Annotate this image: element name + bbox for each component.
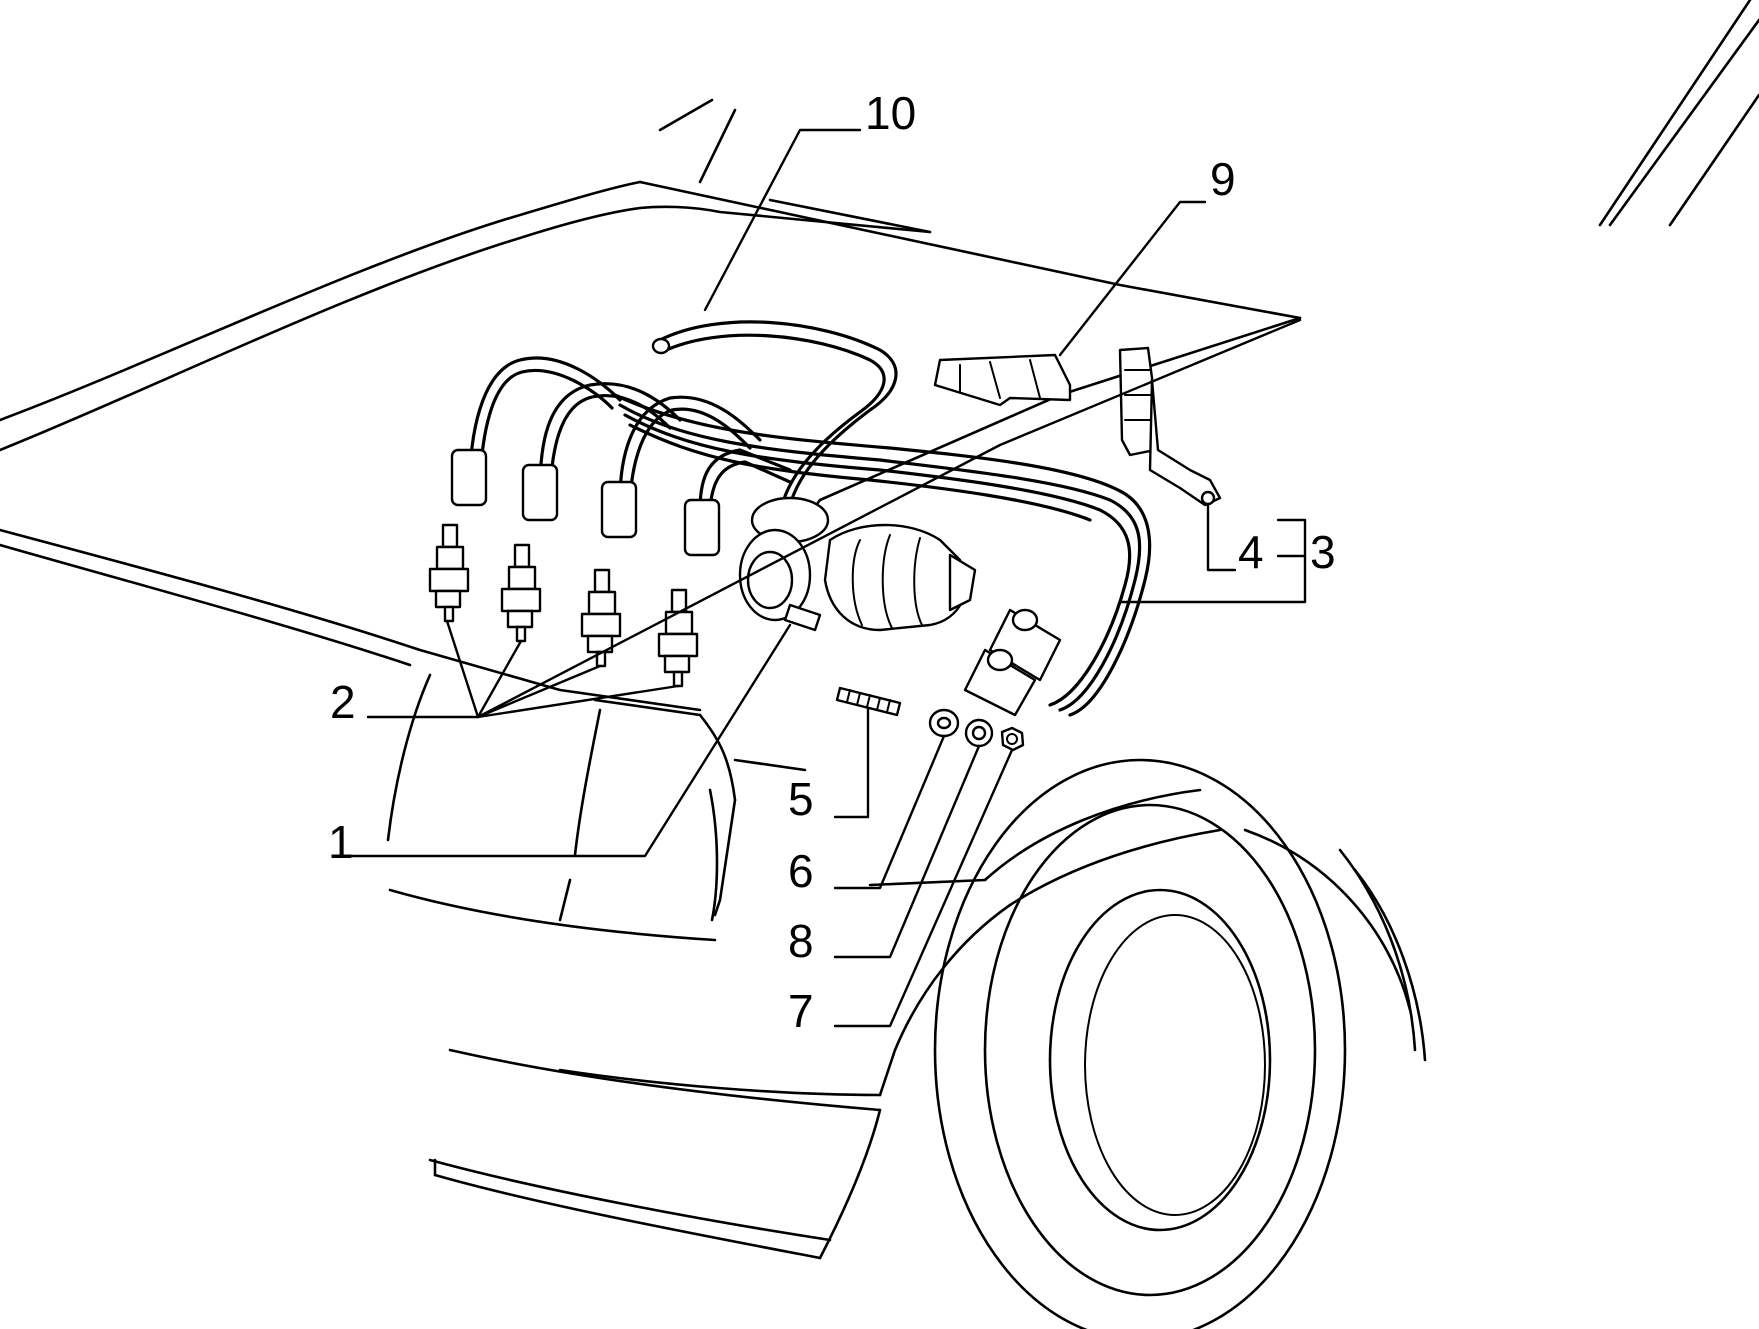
distributor (738, 496, 977, 632)
spark-plug-4 (657, 588, 699, 688)
callout-2: 2 (330, 676, 356, 728)
vacuum-hose (651, 320, 898, 507)
cable-support-bracket (933, 353, 1072, 407)
callout-1: 1 (328, 816, 354, 868)
callout-8: 8 (788, 915, 814, 967)
cable-clip-bracket (1118, 346, 1222, 507)
callout-labels: 10 9 4 3 2 5 1 6 8 7 (328, 87, 1336, 1037)
nut-7 (1000, 726, 1025, 752)
ignition-cable-harness (450, 356, 1152, 717)
callout-6: 6 (788, 845, 814, 897)
callout-3: 3 (1310, 526, 1336, 578)
callout-7: 7 (788, 985, 814, 1037)
car-body-outline (0, 0, 1759, 1260)
washer-6 (928, 708, 960, 738)
spark-plugs (428, 523, 699, 688)
callout-10: 10 (865, 87, 916, 139)
callout-4: 4 (1238, 526, 1264, 578)
spark-plug-1 (428, 523, 470, 623)
stud-bolt (835, 686, 902, 717)
callout-5: 5 (788, 773, 814, 825)
spark-plug-2 (500, 543, 542, 643)
leader-lines (343, 128, 1307, 1028)
front-wheel (933, 758, 1427, 1329)
spark-plug-3 (580, 568, 622, 668)
washer-8 (964, 718, 994, 748)
callout-9: 9 (1210, 153, 1236, 205)
